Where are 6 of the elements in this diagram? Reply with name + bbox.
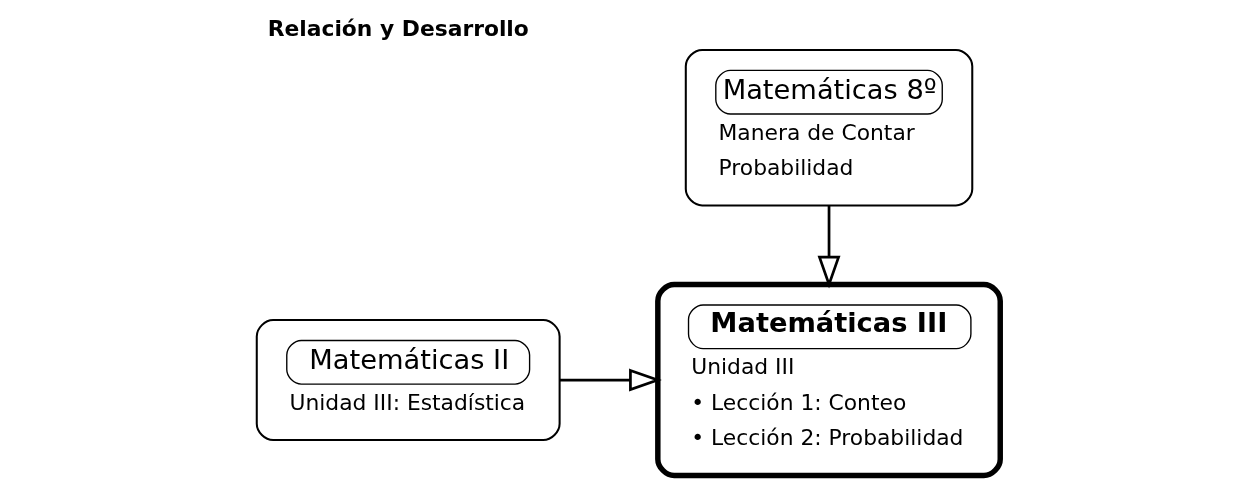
arrow <box>559 368 662 392</box>
diagram-title: Relación y Desarrollo <box>267 15 529 41</box>
arrow <box>817 204 840 289</box>
node-box: Matemáticas III Unidad III • Lección 1: Conteo • Lección 2: Probabilidad <box>654 281 1003 478</box>
node-box: Matemáticas II Unidad III: Estadística <box>255 318 561 441</box>
node-box: Matemáticas 8º Manera de Contar Probabilidad <box>684 48 973 206</box>
